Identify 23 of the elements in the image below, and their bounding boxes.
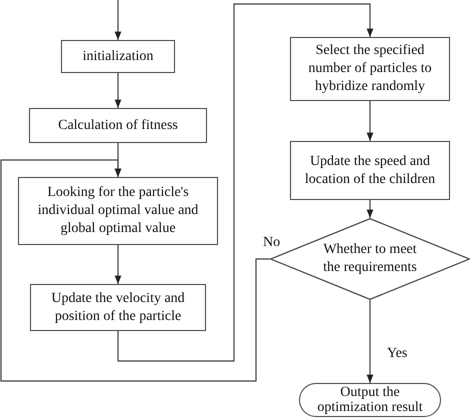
process-box — [61, 40, 175, 73]
process-box — [30, 284, 206, 331]
node-text: Calculation of fitness — [58, 116, 178, 134]
process-box — [18, 177, 218, 245]
node-text: Looking for the particle's individual optimal value and global optimal value — [36, 184, 200, 238]
arrow — [366, 200, 374, 218]
arrow — [114, 0, 122, 40]
arrow — [366, 101, 374, 141]
terminal-shape — [299, 383, 441, 417]
process-box — [290, 141, 450, 200]
node-text: Whether to meet the requirements — [322, 241, 418, 277]
process-box — [29, 108, 207, 143]
arrow — [114, 245, 122, 284]
node-text: Select the specified number of particles to hybridize randomly — [307, 42, 433, 96]
node-text: Update the velocity and position of the particle — [50, 290, 186, 326]
arrow — [117, 3, 374, 362]
node-text: Update the speed and location of the children — [304, 152, 436, 188]
arrow — [0, 159, 270, 382]
arrow — [114, 73, 122, 108]
process-box — [290, 37, 450, 101]
node-text: initialization — [82, 48, 154, 66]
node-text: Output the optimization result — [316, 385, 424, 415]
arrow — [366, 300, 374, 383]
